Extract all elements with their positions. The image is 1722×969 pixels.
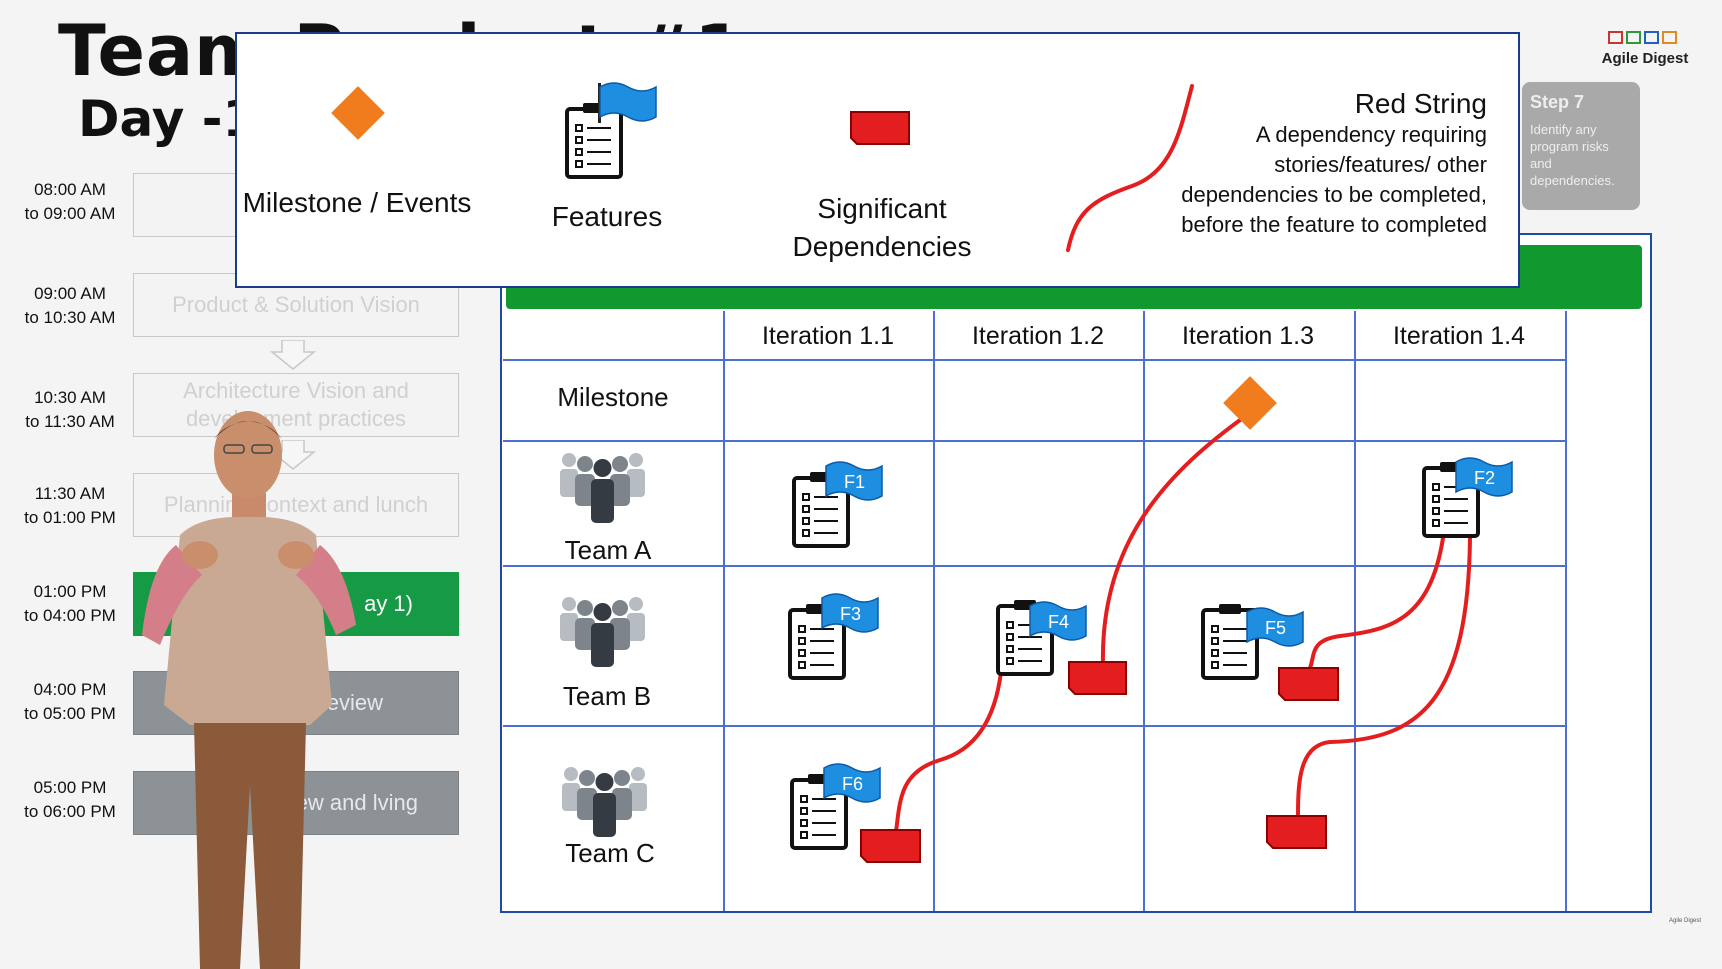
feature-card-f4: F4 xyxy=(996,598,1087,676)
legend-red-string-title: Red String xyxy=(1354,88,1487,119)
program-board xyxy=(500,233,1652,913)
team-people-icon xyxy=(560,453,645,523)
legend-red-string-desc: A dependency requiring stories/features/… xyxy=(1181,122,1487,237)
day-title: Day -1 xyxy=(78,90,258,148)
row-header-team-b: Team B xyxy=(562,681,652,711)
feature-clipboard-icon xyxy=(565,82,657,179)
red-string xyxy=(1296,536,1472,817)
feature-label: F5 xyxy=(1265,618,1286,638)
feature-label: F4 xyxy=(1048,612,1069,632)
legend-panel: Milestone / Events Features Significant … xyxy=(235,32,1520,288)
brand-name: Agile Digest xyxy=(1601,50,1689,67)
grid-line xyxy=(503,725,1565,727)
flow-arrow-icon xyxy=(270,340,316,370)
feature-card-f5: F5 xyxy=(1201,602,1304,680)
legend-label-dependencies: Significant Dependencies xyxy=(792,193,972,262)
grid-line xyxy=(1354,311,1356,911)
milestone-diamond-icon xyxy=(1223,376,1277,430)
feature-label: F2 xyxy=(1474,468,1495,488)
feature-label: F3 xyxy=(840,604,861,624)
legend-label-milestone: Milestone / Events xyxy=(242,187,472,218)
feature-card-f6: F6 xyxy=(790,763,881,850)
red-string xyxy=(894,670,1003,834)
grid-line xyxy=(503,359,1565,361)
brand-logo: Agile Digest xyxy=(1590,28,1700,67)
red-string xyxy=(1308,536,1445,670)
step-label: Step 7 xyxy=(1530,92,1585,112)
grid-line xyxy=(933,311,935,911)
team-people-icon xyxy=(560,597,645,667)
feature-label: F6 xyxy=(842,774,863,794)
dependency-tag-icon xyxy=(1068,661,1127,695)
milestone-diamond-icon xyxy=(331,86,385,140)
grid-line xyxy=(723,311,725,911)
grid-line xyxy=(1143,311,1145,911)
dependency-tag-icon xyxy=(850,111,910,145)
team-people-icon xyxy=(562,767,647,837)
grid-line xyxy=(1565,311,1567,911)
feature-card-f2: F2 xyxy=(1422,457,1513,538)
grid-line xyxy=(503,440,1565,442)
dependency-tag-icon xyxy=(860,829,921,863)
dependency-tag-icon xyxy=(1266,815,1327,849)
row-header-team-a: Team A xyxy=(564,535,652,565)
feature-label: F1 xyxy=(844,472,865,492)
logo-books-icon xyxy=(1608,31,1677,44)
row-header-team-c: Team C xyxy=(565,838,655,868)
legend-label-features: Features xyxy=(551,201,663,232)
iteration-header-3: Iteration 1.3 xyxy=(1181,322,1315,350)
feature-card-f1: F1 xyxy=(792,461,883,548)
iteration-header-1: Iteration 1.1 xyxy=(761,322,895,350)
row-header-milestone: Milestone xyxy=(557,382,669,412)
red-string-icon xyxy=(1066,84,1194,252)
dependency-tag-icon xyxy=(1278,667,1339,701)
iteration-header-2: Iteration 1.2 xyxy=(971,322,1105,350)
footer-logo: Agile Digest xyxy=(1668,918,1701,924)
presenter-image xyxy=(142,411,356,969)
red-string xyxy=(1100,413,1249,667)
feature-card-f3: F3 xyxy=(788,593,879,680)
step-card: Step 7 Identify any program risks and de… xyxy=(1522,82,1640,210)
step-description: Identify any program risks and dependenc… xyxy=(1530,122,1615,188)
iteration-header-4: Iteration 1.4 xyxy=(1392,322,1526,350)
grid-line xyxy=(503,565,1565,567)
